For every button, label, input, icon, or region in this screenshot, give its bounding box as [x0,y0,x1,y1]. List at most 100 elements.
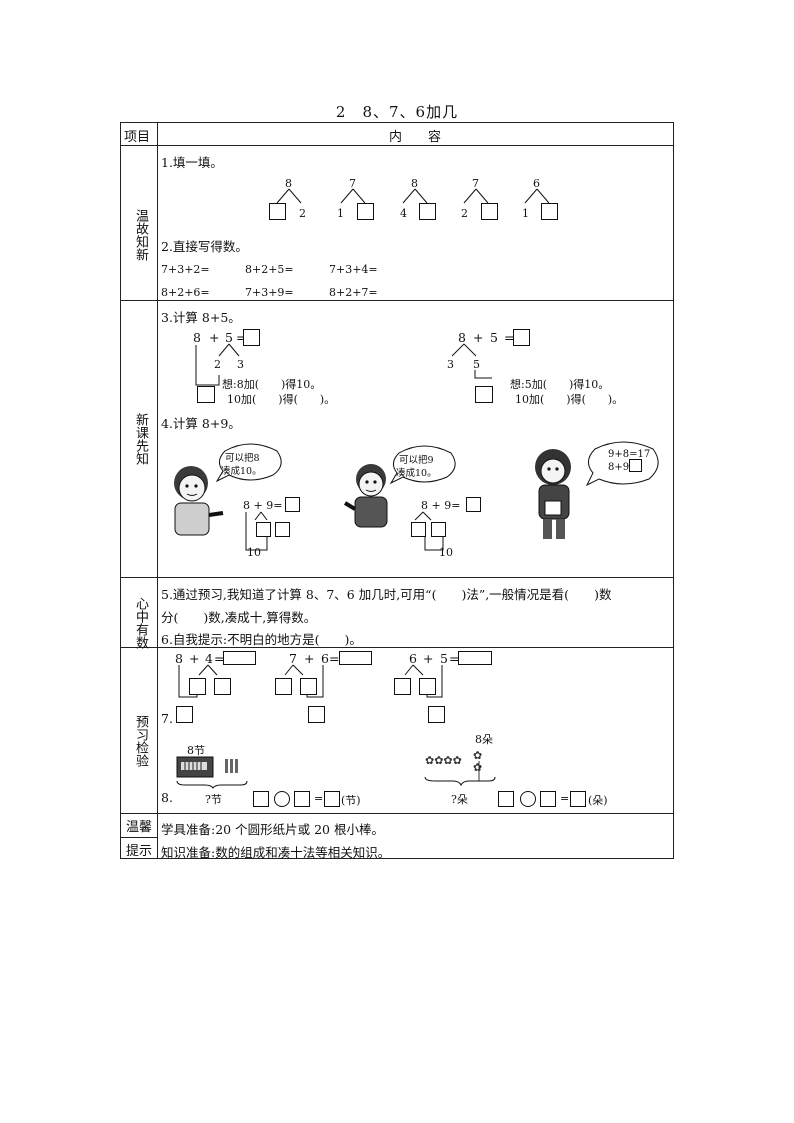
addend: 5 [225,330,233,345]
bubble-line: 可以把9 [399,455,434,466]
tree-branches [276,188,302,204]
answer-box[interactable] [176,706,193,723]
answer-box[interactable] [275,678,292,695]
answer-box[interactable] [629,459,642,472]
q7-label: 7. [161,711,173,726]
section-new-lesson: 新课先知 [133,413,148,465]
girl-illustration [535,449,571,539]
equals-sign: = [449,651,460,666]
section-review: 温故知新 [133,209,148,261]
operator-circle[interactable] [274,791,290,807]
tree-branches [402,188,428,204]
split-part: 3 [237,358,244,371]
svg-text:✿✿✿✿: ✿✿✿✿ [425,754,462,767]
answer-box[interactable] [256,522,271,537]
unit-label: (节) [341,794,361,807]
answer-box[interactable] [253,791,269,807]
row-divider [121,577,673,578]
speech-bubble [389,445,456,485]
q2-item: 8+2+6= [161,286,210,299]
hint-line: 10加( )得( )。 [227,393,336,406]
ten-label: 10 [247,546,261,559]
tree-branches [524,188,550,204]
q5-line: 5.通过预习,我知道了计算 8、7、6 加几时,可用“( )法”,一般情况是看(… [161,587,612,602]
bubble-line: 9+8=17 [608,449,651,460]
answer-box[interactable] [357,203,374,220]
equation: 8 + 9= [421,499,461,512]
addend: 7 [289,651,297,666]
answer-box[interactable] [431,522,446,537]
operator-circle[interactable] [520,791,536,807]
tree-top: 6 [533,177,540,190]
q3-label: 3.计算 8+5。 [161,310,241,325]
ten-label: 10 [439,546,453,559]
answer-box[interactable] [394,678,411,695]
row-divider [121,300,673,301]
equals-sign: = [236,330,247,345]
addend: 8 [193,330,201,345]
answer-box[interactable] [214,678,231,695]
boy-illustration [343,464,388,528]
count-label: 8节 [187,744,205,757]
answer-box[interactable] [269,203,286,220]
answer-box[interactable] [300,678,317,695]
hint-line: 10加( )得( )。 [515,393,624,406]
bubble-line: 8+9= [608,462,638,473]
section-tips-1: 温馨 [125,820,152,835]
speech-bubble [215,443,282,483]
equals-sign: = [504,330,515,345]
addend: 6 [321,651,329,666]
bracket-line [195,345,220,386]
q5-line: 分( )数,凑成十,算得数。 [161,610,317,625]
answer-box[interactable] [324,791,340,807]
row-divider [121,813,673,814]
answer-box[interactable] [189,678,206,695]
equals-sign: = [314,792,324,805]
header-content: 内 容 [388,130,441,145]
answer-box[interactable] [411,522,426,537]
tree-left: 1 [337,207,344,220]
question-label: ?节 [205,793,222,806]
answer-box[interactable] [197,386,215,403]
page-title: 2 8、7、6加几 [335,103,459,121]
answer-box[interactable] [308,706,325,723]
answer-box[interactable] [513,329,530,346]
tree-left: 2 [461,207,468,220]
section-mind: 心中有数 [133,597,148,649]
answer-box[interactable] [498,791,514,807]
answer-box[interactable] [466,497,481,512]
q2-item: 7+3+9= [245,286,294,299]
train-cars-illustration [176,756,248,789]
answer-box[interactable] [419,678,436,695]
section-check: 预习检验 [133,715,148,767]
answer-box[interactable] [540,791,556,807]
row-divider [121,647,673,648]
answer-box[interactable] [428,706,445,723]
row-divider [121,837,157,838]
answer-box[interactable] [285,497,300,512]
addend: 5 [440,651,448,666]
answer-box[interactable] [570,791,586,807]
split-part: 5 [473,358,480,371]
answer-box[interactable] [475,386,493,403]
answer-box[interactable] [223,651,256,665]
q2-item: 8+2+5= [245,263,294,276]
tips-line: 知识准备:数的组成和凑十法等相关知识。 [161,845,391,860]
answer-box[interactable] [541,203,558,220]
equals-sign: = [329,651,340,666]
column-divider [157,123,158,858]
answer-box[interactable] [458,651,492,665]
answer-box[interactable] [275,522,290,537]
answer-box[interactable] [481,203,498,220]
tree-top: 8 [285,177,292,190]
split-part: 3 [447,358,454,371]
thought-bubble [585,441,659,487]
answer-box[interactable] [419,203,436,220]
count-label: 8朵 [475,733,493,746]
q2-item: 7+3+2= [161,263,210,276]
split-diagram [245,511,268,551]
answer-box[interactable] [243,329,260,346]
answer-box[interactable] [339,651,372,665]
addend: 8 [458,330,466,345]
answer-box[interactable] [294,791,310,807]
